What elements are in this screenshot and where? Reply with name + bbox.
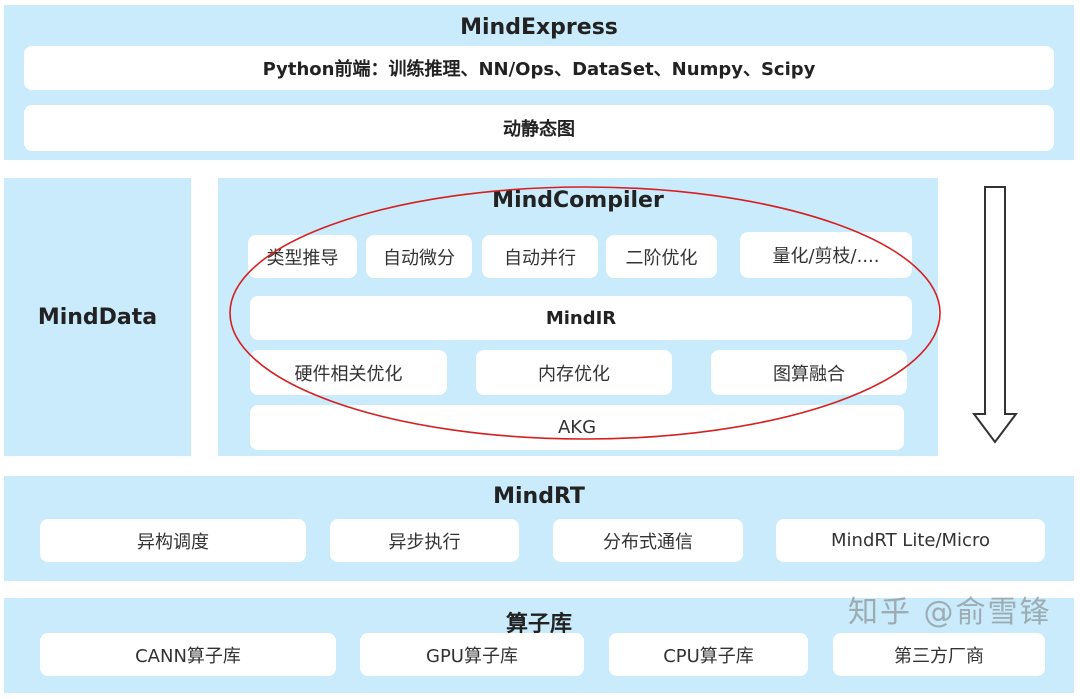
cpu-ops-box: CPU算子库 — [609, 633, 808, 676]
distributed-comm-box: 分布式通信 — [553, 519, 743, 562]
mindcompiler-title: MindCompiler — [492, 188, 664, 213]
mindir-box: MindIR — [250, 296, 912, 340]
heterogeneous-scheduling-box: 异构调度 — [40, 519, 306, 562]
akg-box: AKG — [250, 405, 904, 450]
python-frontend-box: Python前端：训练推理、NN/Ops、DataSet、Numpy、Scipy — [24, 46, 1054, 90]
auto-parallel-box: 自动并行 — [482, 235, 598, 278]
async-execution-box: 异步执行 — [330, 519, 519, 562]
graph-kernel-fusion-box: 图算融合 — [711, 350, 907, 395]
down-arrow-icon — [972, 186, 1018, 444]
type-inference-box: 类型推导 — [248, 235, 357, 278]
operators-title: 算子库 — [505, 612, 572, 637]
autodiff-box: 自动微分 — [366, 235, 472, 278]
hardware-opt-box: 硬件相关优化 — [250, 350, 447, 395]
watermark: 知乎 @俞雪锋 — [848, 595, 1052, 630]
gpu-ops-box: GPU算子库 — [360, 633, 584, 676]
minddata-title: MindData — [37, 304, 158, 330]
second-order-box: 二阶优化 — [606, 235, 717, 278]
mindexpress-title: MindExpress — [460, 15, 618, 40]
cann-ops-box: CANN算子库 — [40, 633, 336, 676]
memory-opt-box: 内存优化 — [476, 350, 672, 395]
third-party-ops-box: 第三方厂商 — [833, 633, 1045, 676]
quantization-box: 量化/剪枝/.... — [740, 232, 912, 278]
mindrt-title: MindRT — [493, 484, 585, 509]
minddata-panel: MindData — [4, 178, 191, 456]
mindrt-lite-box: MindRT Lite/Micro — [776, 519, 1045, 562]
dynamic-static-graph-box: 动静态图 — [24, 105, 1054, 151]
